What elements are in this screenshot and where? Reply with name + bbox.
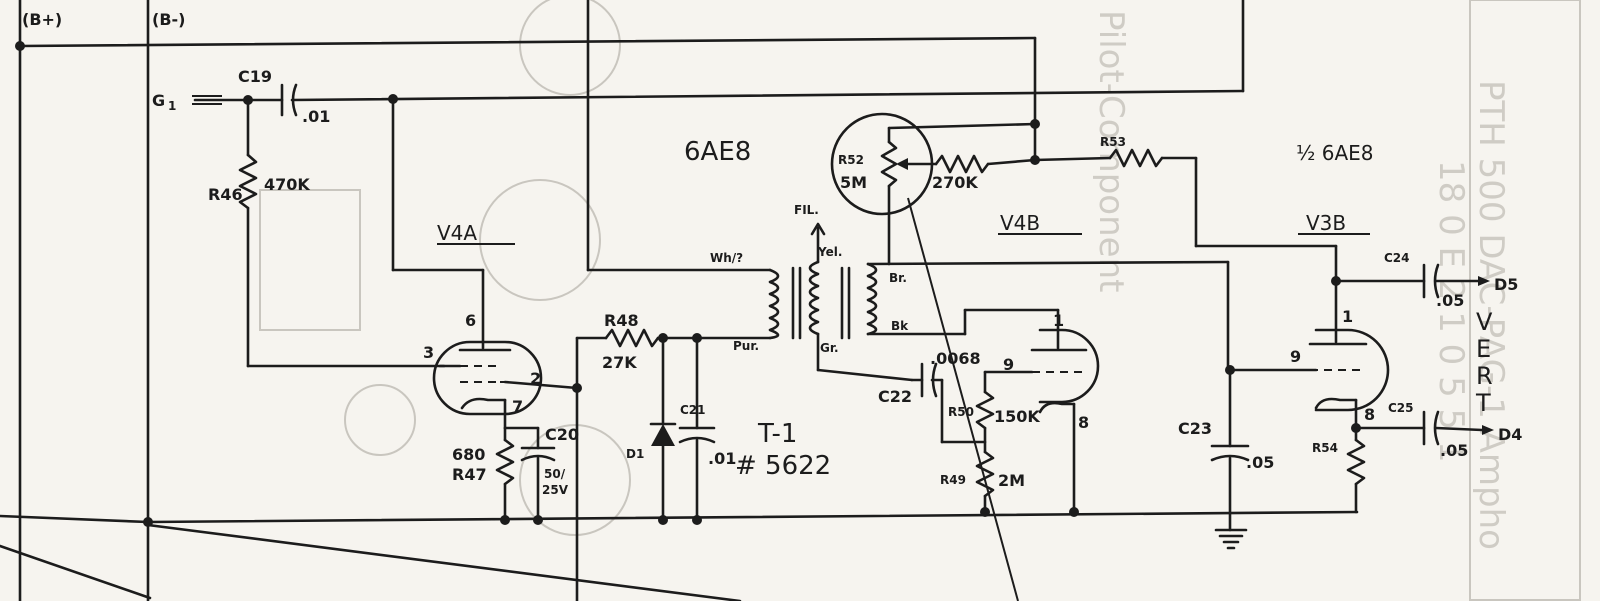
resistor-r49 bbox=[975, 450, 995, 517]
c20-value-1: 50/ bbox=[544, 467, 566, 481]
tube-v4a bbox=[432, 340, 579, 430]
v4a-pin-screen: 2 bbox=[530, 369, 541, 388]
v4a-pin-plate: 6 bbox=[465, 311, 476, 330]
c24-value: .05 bbox=[1436, 291, 1464, 310]
c22-label: C22 bbox=[878, 387, 912, 406]
r46-value: 470K bbox=[264, 175, 310, 194]
capacitor-c22 bbox=[910, 362, 987, 444]
v3b-label: V3B bbox=[1306, 211, 1346, 235]
g1-input bbox=[192, 95, 253, 105]
c19-value: .01 bbox=[302, 107, 330, 126]
c20-label: C20 bbox=[545, 425, 579, 444]
b-plus-rail bbox=[15, 0, 1037, 601]
v4b-label: V4B bbox=[1000, 211, 1040, 235]
ground-icon bbox=[1214, 528, 1248, 550]
vert-letter-2: E bbox=[1476, 335, 1491, 363]
tube-v3b bbox=[1308, 244, 1390, 433]
r48-value: 27K bbox=[602, 353, 637, 372]
fil-label: FIL. bbox=[794, 203, 819, 217]
t1-pur-label: Pur. bbox=[733, 339, 759, 353]
v3b-pin-plate: 1 bbox=[1342, 307, 1353, 326]
b-plus-label: (B+) bbox=[22, 10, 62, 29]
r270k-value: 270K bbox=[932, 173, 978, 192]
d1-label: D1 bbox=[626, 447, 644, 461]
capacitor-c20 bbox=[520, 426, 556, 525]
resistor-r48 bbox=[604, 328, 772, 348]
r53-label: R53 bbox=[1100, 135, 1126, 149]
capacitor-c25 bbox=[1354, 410, 1494, 446]
c25-value: .05 bbox=[1440, 441, 1468, 460]
t1-label: T-1 bbox=[757, 419, 797, 449]
c24-label: C24 bbox=[1384, 251, 1410, 265]
b-minus-rail bbox=[0, 0, 1359, 601]
tube-type-half: ½ 6AE8 bbox=[1296, 141, 1374, 165]
t1-blk-label: Bk bbox=[891, 319, 909, 333]
d5-label: D5 bbox=[1494, 275, 1518, 294]
tube-v4b bbox=[983, 308, 1100, 517]
resistor-r46 bbox=[238, 98, 446, 368]
svg-text:PTH 500 DAC-PAG-1 Ampho: PTH 500 DAC-PAG-1 Ampho bbox=[1471, 80, 1511, 550]
r49-value: 2M bbox=[998, 471, 1025, 490]
resistor-r53 bbox=[1033, 148, 1338, 248]
v4b-pin-plate: 1 bbox=[1053, 311, 1064, 330]
c19-label: C19 bbox=[238, 67, 272, 86]
r48-label: R48 bbox=[604, 311, 639, 330]
capacitor-c23 bbox=[1210, 368, 1250, 532]
capacitor-c21 bbox=[678, 336, 716, 525]
c23-label: C23 bbox=[1178, 419, 1212, 438]
c25-label: C25 bbox=[1388, 401, 1414, 415]
resistor-r47 bbox=[495, 426, 540, 525]
bleed-through: PTH 500 DAC-PAG-1 Ampho 18 0 E 2 1 0 5 5… bbox=[259, 0, 1581, 601]
c21-label: C21 bbox=[680, 403, 706, 417]
v3b-pin-grid: 9 bbox=[1290, 347, 1301, 366]
t1-yel-label: Yel. bbox=[817, 245, 842, 259]
v4a-pin-cathode: 7 bbox=[512, 397, 523, 416]
c23-value: .05 bbox=[1246, 453, 1274, 472]
r52-label: R52 bbox=[838, 153, 864, 167]
v3b-grid-wire bbox=[1225, 260, 1318, 375]
capacitor-c19 bbox=[246, 83, 1245, 117]
r50-value: 150K bbox=[994, 407, 1040, 426]
t1-brn-label: Br. bbox=[889, 271, 907, 285]
v4a-label: V4A bbox=[437, 221, 477, 245]
svg-text:Pilot-Component: Pilot-Component bbox=[1091, 10, 1131, 292]
t1-number: # 5622 bbox=[735, 451, 831, 481]
capacitor-c24 bbox=[1334, 263, 1490, 299]
r50-label: R50 bbox=[948, 405, 974, 419]
g1-sub-label: 1 bbox=[168, 99, 176, 113]
tube-type-6ae8: 6AE8 bbox=[684, 137, 751, 167]
c20-value-2: 25V bbox=[542, 483, 569, 497]
screen-wire bbox=[572, 336, 608, 601]
r52-value: 5M bbox=[840, 173, 867, 192]
g1-label: G bbox=[152, 91, 165, 110]
c21-value: .01 bbox=[708, 449, 736, 468]
v3b-pin-cathode: 8 bbox=[1364, 405, 1375, 424]
v4b-pin-grid: 9 bbox=[1003, 355, 1014, 374]
r47-value: 680 bbox=[452, 445, 485, 464]
diode-d1 bbox=[649, 336, 677, 525]
v4a-pin-grid: 3 bbox=[423, 343, 434, 362]
resistor-r54 bbox=[1346, 426, 1366, 514]
potentiometer-r52 bbox=[830, 112, 1037, 601]
v4a-plate-wire bbox=[391, 97, 485, 350]
v4b-pin-cathode: 8 bbox=[1078, 413, 1089, 432]
b-minus-label: (B-) bbox=[152, 10, 185, 29]
vert-letter-3: R bbox=[1476, 362, 1493, 390]
vert-letter-1: V bbox=[1476, 308, 1493, 336]
c22-value: .0068 bbox=[930, 349, 981, 368]
r46-label: R46 bbox=[208, 185, 243, 204]
d4-label: D4 bbox=[1498, 425, 1522, 444]
r49-label: R49 bbox=[940, 473, 966, 487]
t1-primary-wire bbox=[586, 0, 772, 272]
t1-wht-label: Wh/? bbox=[710, 251, 743, 265]
vert-letter-4: T bbox=[1475, 389, 1491, 417]
r54-label: R54 bbox=[1312, 441, 1338, 455]
t1-grn-label: Gr. bbox=[820, 341, 839, 355]
r47-label: R47 bbox=[452, 465, 487, 484]
transformer-t1 bbox=[768, 222, 1230, 382]
resistor-r50 bbox=[975, 370, 995, 454]
